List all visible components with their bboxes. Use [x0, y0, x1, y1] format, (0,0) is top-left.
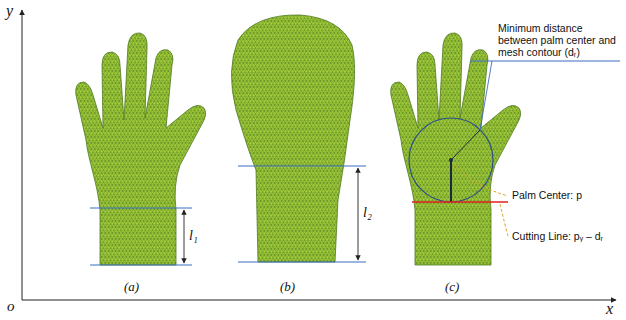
base-line — [238, 261, 366, 262]
callout-text: Minimum distance between palm center and… — [498, 22, 616, 58]
hand-mesh-a — [76, 33, 206, 265]
panel-label: (b) — [280, 280, 295, 295]
y-axis — [22, 10, 23, 300]
radius-line — [451, 130, 480, 160]
cut-line — [238, 165, 366, 166]
callout-text: Cutting Line: pᵧ – dᵣ — [512, 230, 603, 242]
axis-label: o — [7, 298, 15, 315]
cutting-line — [412, 201, 508, 202]
radius-line — [450, 160, 452, 202]
axis-label: y — [6, 2, 13, 20]
dimension-arrow — [184, 210, 185, 263]
panel-label: (a) — [124, 280, 139, 295]
panel-label: (c) — [445, 280, 459, 295]
dimension-label: l₁ — [189, 228, 198, 244]
dimension-label: l₂ — [363, 205, 372, 221]
leader-line — [453, 163, 508, 196]
leader-line — [480, 61, 492, 130]
palm-center-dot — [449, 158, 453, 162]
inscribed-circle — [409, 118, 493, 202]
base-line — [90, 264, 192, 265]
cut-line — [90, 207, 192, 208]
dimension-arrow — [358, 168, 359, 260]
leader-line — [500, 204, 508, 236]
callout-text: Palm Center: p — [512, 189, 582, 201]
hand-mesh-c — [391, 33, 521, 265]
leader-line — [470, 60, 620, 61]
hand-mesh-b — [231, 15, 354, 262]
x-axis — [22, 300, 616, 301]
axis-label: x — [606, 300, 613, 318]
